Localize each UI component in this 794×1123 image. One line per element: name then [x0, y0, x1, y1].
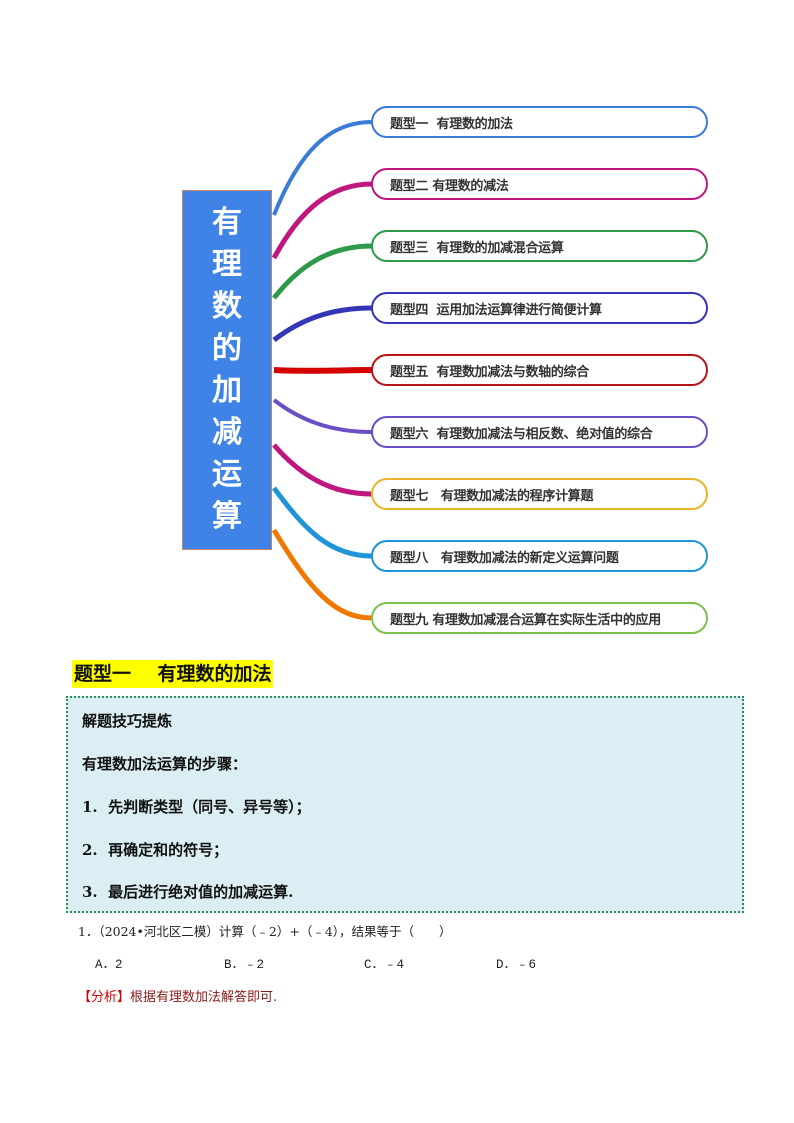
- topic-label: 题型五 有理数加减法与数轴的综合: [390, 364, 589, 380]
- topic-node-1: 题型一 有理数的加法: [371, 106, 708, 138]
- topic-node-8: 题型八 有理数加减法的新定义运算问题: [371, 540, 708, 572]
- option-c: C．﹣4: [364, 958, 405, 972]
- central-topic-char: 数: [212, 289, 242, 324]
- topic-label: 题型一 有理数的加法: [390, 116, 513, 132]
- analysis: 【分析】根据有理数加法解答即可.: [78, 986, 277, 1005]
- central-topic-char: 加: [212, 373, 242, 408]
- topic-node-7: 题型七 有理数加减法的程序计算题: [371, 478, 708, 510]
- section-heading: 题型一 有理数的加法: [72, 660, 274, 688]
- topic-label: 题型二 有理数的减法: [390, 178, 509, 194]
- tips-step: 3. 最后进行绝对值的加减运算.: [82, 883, 294, 901]
- central-topic-char: 有: [212, 205, 242, 240]
- tips-step: 2. 再确定和的符号；: [82, 841, 229, 859]
- option-b: B．﹣2: [224, 958, 265, 972]
- central-topic: 有 理 数 的 加 减 运 算: [182, 190, 272, 550]
- mind-map-connectors: [271, 120, 373, 621]
- central-topic-char: 理: [212, 247, 242, 282]
- topic-node-6: 题型六 有理数加减法与相反数、绝对值的综合: [371, 416, 708, 448]
- topic-label: 题型八 有理数加减法的新定义运算问题: [390, 550, 619, 566]
- central-topic-char: 算: [212, 499, 242, 534]
- option-a: A．2: [95, 958, 123, 972]
- analysis-tag: 【分析】: [78, 990, 131, 1005]
- topic-label: 题型三 有理数的加减混合运算: [390, 240, 564, 256]
- topic-node-4: 题型四 运用加法运算律进行简便计算: [371, 292, 708, 324]
- topic-label: 题型四 运用加法运算律进行简便计算: [390, 302, 602, 318]
- topic-label: 题型九 有理数加减混合运算在实际生活中的应用: [390, 612, 661, 628]
- topic-node-3: 题型三 有理数的加减混合运算: [371, 230, 708, 262]
- topic-label: 题型六 有理数加减法与相反数、绝对值的综合: [390, 426, 653, 442]
- topic-node-5: 题型五 有理数加减法与数轴的综合: [371, 354, 708, 386]
- topic-label: 题型七 有理数加减法的程序计算题: [390, 488, 594, 504]
- tips-heading: 解题技巧提炼: [82, 712, 173, 730]
- mind-map: 有 理 数 的 加 减 运 算 题型一 有理数的加法 题型二 有理数的减法 题型…: [182, 106, 708, 634]
- central-topic-char: 运: [212, 457, 242, 492]
- central-topic-char: 的: [212, 331, 242, 366]
- tips-box: 解题技巧提炼 有理数加法运算的步骤： 1. 先判断类型（同号、异号等）； 2. …: [66, 696, 744, 913]
- option-d: D．﹣6: [496, 958, 537, 972]
- analysis-text: 根据有理数加法解答即可.: [130, 990, 278, 1005]
- central-topic-char: 减: [212, 415, 242, 450]
- topic-node-2: 题型二 有理数的减法: [371, 168, 708, 200]
- topic-node-9: 题型九 有理数加减混合运算在实际生活中的应用: [371, 602, 708, 634]
- tips-step: 1. 先判断类型（同号、异号等）；: [82, 798, 311, 816]
- tips-intro: 有理数加法运算的步骤：: [82, 755, 248, 773]
- question-stem: 1．（2024•河北区二模）计算（﹣2）+（﹣4），结果等于（ ）: [78, 924, 452, 939]
